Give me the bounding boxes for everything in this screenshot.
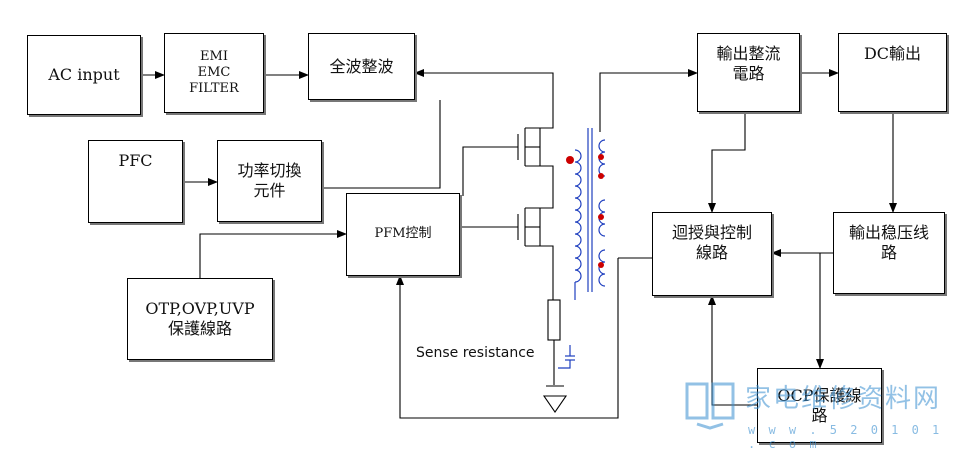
ocp-protection-block: OCP保護線 路 [757, 368, 882, 443]
wire-transformer-to-output [599, 69, 698, 132]
watermark: 家电维修资料网 w w w . 5 2 0 1 0 1 . c o m [683, 378, 958, 451]
emi-filter-block: EMI EMC FILTER [164, 33, 264, 113]
watermark-logo-icon [685, 382, 735, 430]
wire-switch-to-rectifier [322, 100, 441, 189]
protection-block: OTP,OVP,UVP 保護線路 [127, 278, 273, 360]
wire-mosfet-to-rectifier [414, 69, 554, 122]
output-regulator-block: 輸出稳压线 路 [833, 212, 945, 294]
wire-output-to-feedback [708, 112, 746, 213]
watermark-text: 家电维修资料网 [745, 384, 942, 414]
wire-pfm-to-gate1 [462, 146, 518, 196]
dc-output-block: DC輸出 [838, 33, 947, 112]
pfm-control-block: PFM控制 [346, 193, 460, 276]
feedback-control-block: 迴授與控制 線路 [652, 212, 772, 296]
wire-protection-to-pfm [199, 230, 347, 278]
wire-feedback-to-pfm [396, 258, 619, 419]
sense-resistance-label: Sense resistance [416, 345, 535, 361]
power-switch-block: 功率切換 元件 [217, 140, 322, 222]
output-rectifier-block: 輸出整流 電路 [697, 33, 800, 112]
sense-resistor [547, 299, 561, 341]
rectifier-block: 全波整波 [308, 33, 415, 100]
winding-dots [566, 154, 604, 268]
transformer [558, 128, 606, 369]
ground-symbol [542, 395, 568, 413]
watermark-url: w w w . 5 2 0 1 0 1 . c o m [748, 423, 943, 451]
pfc-block: PFC [88, 140, 183, 223]
ac-input-block: AC input [27, 35, 141, 115]
